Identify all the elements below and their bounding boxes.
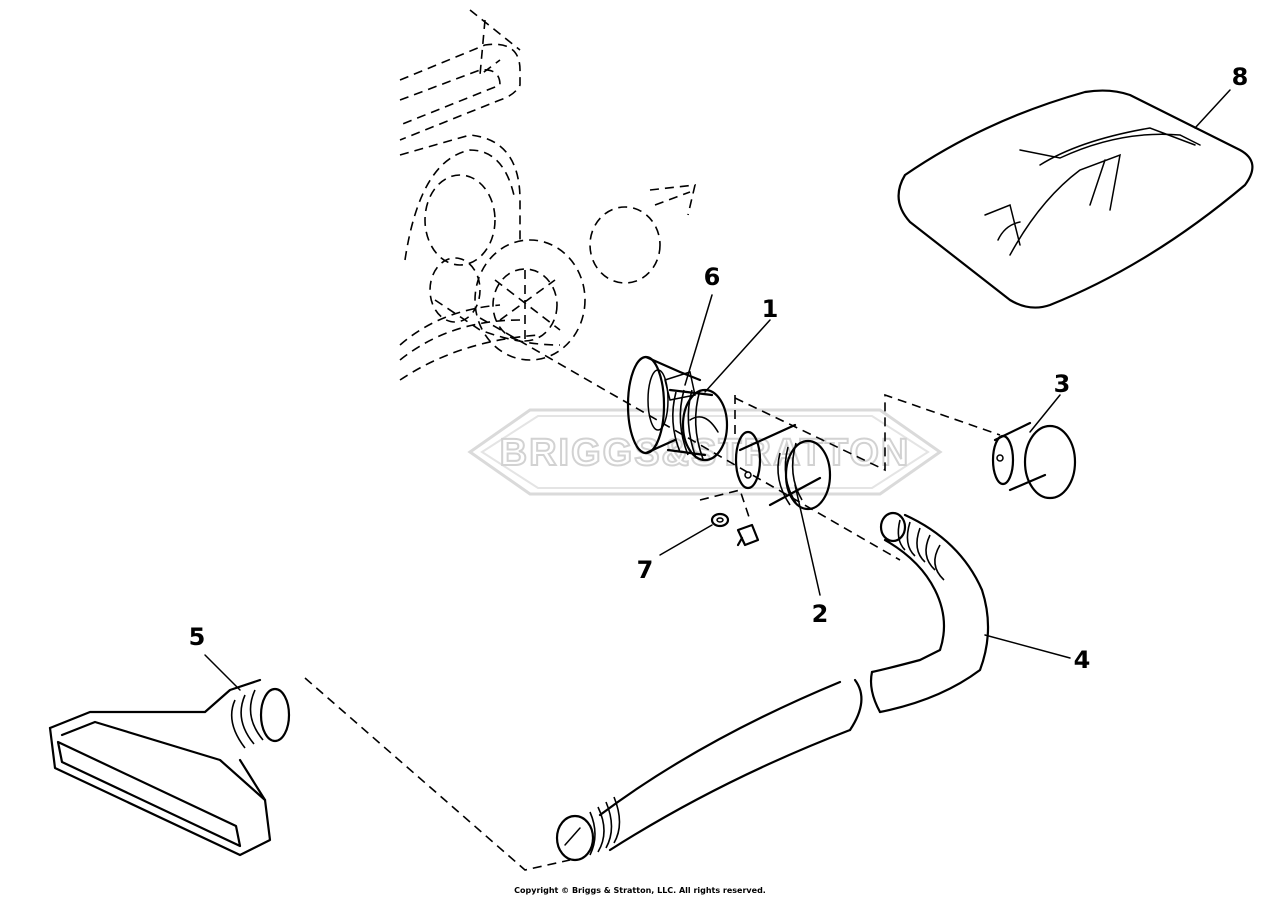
leader-lines xyxy=(204,89,1231,691)
callout-4: 4 xyxy=(1074,646,1091,674)
part-3-cap xyxy=(991,421,1077,500)
callout-6: 6 xyxy=(704,263,721,291)
callout-3: 3 xyxy=(1054,370,1071,398)
part-5-nozzle xyxy=(48,678,291,857)
callout-labels: 1 2 3 4 5 6 7 8 xyxy=(189,63,1249,674)
part-4-hose xyxy=(555,511,990,862)
watermark: BRIGGS&STRATTON xyxy=(467,408,943,496)
part-7-fasteners xyxy=(710,512,760,547)
callout-1: 1 xyxy=(762,295,779,323)
callout-2: 2 xyxy=(812,600,829,628)
part-1-adapter xyxy=(626,355,729,462)
mower-housing-phantom xyxy=(399,9,697,381)
copyright-notice: Copyright © Briggs & Stratton, LLC. All … xyxy=(514,886,766,895)
callout-8: 8 xyxy=(1232,63,1249,91)
callout-5: 5 xyxy=(189,623,206,651)
part-8-cover xyxy=(897,89,1254,309)
alignment-lines xyxy=(304,317,1001,871)
watermark-text: BRIGGS&STRATTON xyxy=(500,432,911,474)
part-2-coupling xyxy=(734,423,832,511)
callout-7: 7 xyxy=(637,556,654,584)
